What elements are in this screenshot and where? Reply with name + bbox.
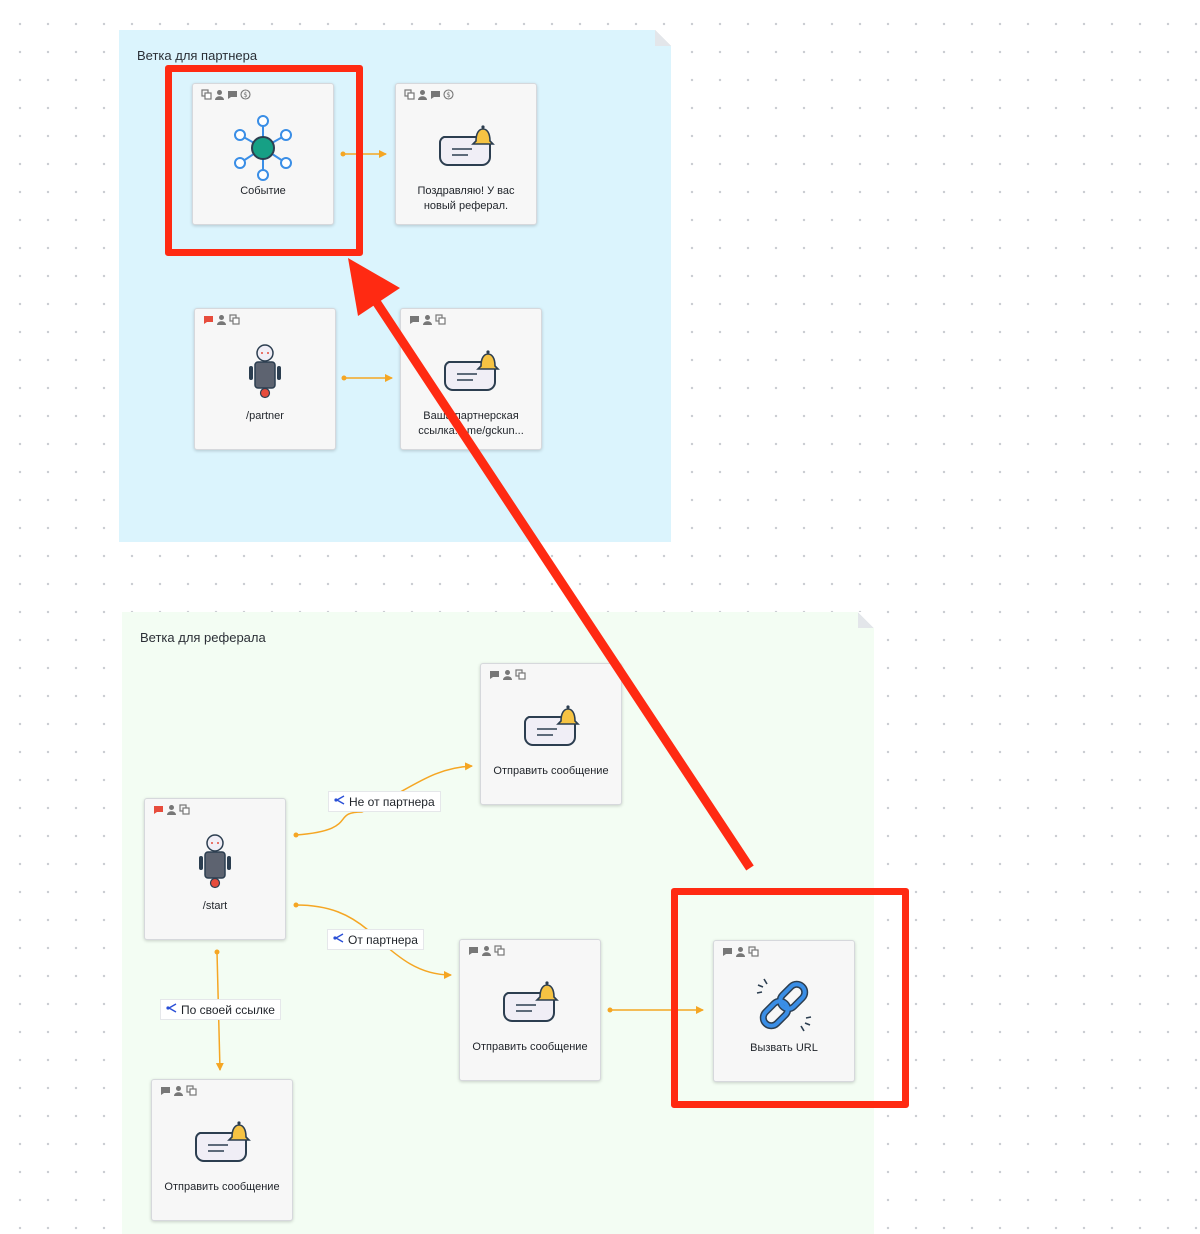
edge-label-text: Не от партнера	[349, 794, 435, 809]
chat-red-icon[interactable]	[203, 314, 214, 325]
copy-icon[interactable]	[435, 314, 446, 325]
edge-label-text: По своей ссылке	[181, 1002, 275, 1017]
user-icon[interactable]	[166, 804, 177, 815]
message-bell-icon	[152, 1108, 292, 1180]
node-toolbar	[160, 1085, 197, 1096]
user-icon[interactable]	[481, 945, 492, 956]
copy-icon[interactable]	[404, 89, 415, 100]
node-toolbar	[153, 804, 190, 815]
copy-icon[interactable]	[515, 669, 526, 680]
node-toolbar: $	[201, 89, 251, 100]
copy-icon[interactable]	[229, 314, 240, 325]
group-title: Ветка для партнера	[137, 48, 258, 63]
node-send-message-own-link[interactable]: Отправить сообщение	[151, 1079, 293, 1221]
chat-icon[interactable]	[160, 1085, 171, 1096]
node-partner-command[interactable]: /partner	[194, 308, 336, 450]
chat-icon[interactable]	[227, 89, 238, 100]
message-bell-icon	[460, 968, 600, 1040]
svg-text:$: $	[446, 91, 450, 99]
node-label: /start	[202, 900, 228, 912]
node-toolbar	[409, 314, 446, 325]
node-send-message-not-partner[interactable]: Отправить сообщение	[480, 663, 622, 805]
highlight-box-event	[165, 65, 363, 256]
copy-icon[interactable]	[748, 946, 759, 957]
chat-icon[interactable]	[722, 946, 733, 957]
chat-icon[interactable]	[409, 314, 420, 325]
user-icon[interactable]	[422, 314, 433, 325]
node-event[interactable]: $ Событие	[192, 83, 334, 225]
chat-red-icon[interactable]	[153, 804, 164, 815]
copy-icon[interactable]	[179, 804, 190, 815]
node-label: /partner	[246, 410, 284, 422]
node-partner-link-message[interactable]: Ваша партнерская ссылка: t.me/gckun...	[400, 308, 542, 450]
user-icon[interactable]	[216, 314, 227, 325]
message-bell-icon	[401, 337, 541, 409]
message-bell-icon	[481, 692, 621, 764]
node-label: Отправить сообщение	[164, 1181, 280, 1193]
chat-icon[interactable]	[468, 945, 479, 956]
chat-icon[interactable]	[430, 89, 441, 100]
node-toolbar	[489, 669, 526, 680]
node-toolbar	[203, 314, 240, 325]
node-label: Вызвать URL	[750, 1042, 818, 1054]
branch-icon	[165, 1002, 177, 1017]
node-call-url[interactable]: Вызвать URL	[713, 940, 855, 1082]
copy-icon[interactable]	[201, 89, 212, 100]
node-congrats-message[interactable]: $ Поздравляю! У вас новый реферал.	[395, 83, 537, 225]
group-corner-fold	[858, 612, 874, 628]
user-icon[interactable]	[735, 946, 746, 957]
highlight-box-call-url	[671, 888, 909, 1108]
link-icon	[714, 969, 854, 1041]
chat-icon[interactable]	[489, 669, 500, 680]
edge-label-own-link[interactable]: По своей ссылке	[160, 999, 281, 1020]
branch-icon	[333, 794, 345, 809]
svg-text:$: $	[243, 91, 247, 99]
network-hub-icon	[193, 112, 333, 184]
message-bell-icon	[396, 112, 536, 184]
coin-icon[interactable]: $	[240, 89, 251, 100]
group-corner-fold	[655, 30, 671, 46]
user-icon[interactable]	[173, 1085, 184, 1096]
coin-icon[interactable]: $	[443, 89, 454, 100]
edge-label-from-partner[interactable]: От партнера	[327, 929, 424, 950]
edge-start-to-not-partner	[295, 762, 473, 836]
node-toolbar: $	[404, 89, 454, 100]
node-toolbar	[468, 945, 505, 956]
robot-icon	[195, 337, 335, 409]
copy-icon[interactable]	[186, 1085, 197, 1096]
user-icon[interactable]	[417, 89, 428, 100]
user-icon[interactable]	[502, 669, 513, 680]
copy-icon[interactable]	[494, 945, 505, 956]
node-label: Поздравляю! У вас новый реферал.	[417, 185, 515, 212]
node-start-command[interactable]: /start	[144, 798, 286, 940]
node-send-message-from-partner[interactable]: Отправить сообщение	[459, 939, 601, 1081]
group-title: Ветка для реферала	[140, 630, 266, 645]
node-label: Отправить сообщение	[472, 1041, 588, 1053]
branch-icon	[332, 932, 344, 947]
user-icon[interactable]	[214, 89, 225, 100]
edge-label-not-partner[interactable]: Не от партнера	[328, 791, 441, 812]
edge-label-text: От партнера	[348, 932, 418, 947]
robot-icon	[145, 827, 285, 899]
node-toolbar	[722, 946, 759, 957]
node-label: Отправить сообщение	[493, 765, 609, 777]
node-label: Событие	[240, 185, 286, 197]
